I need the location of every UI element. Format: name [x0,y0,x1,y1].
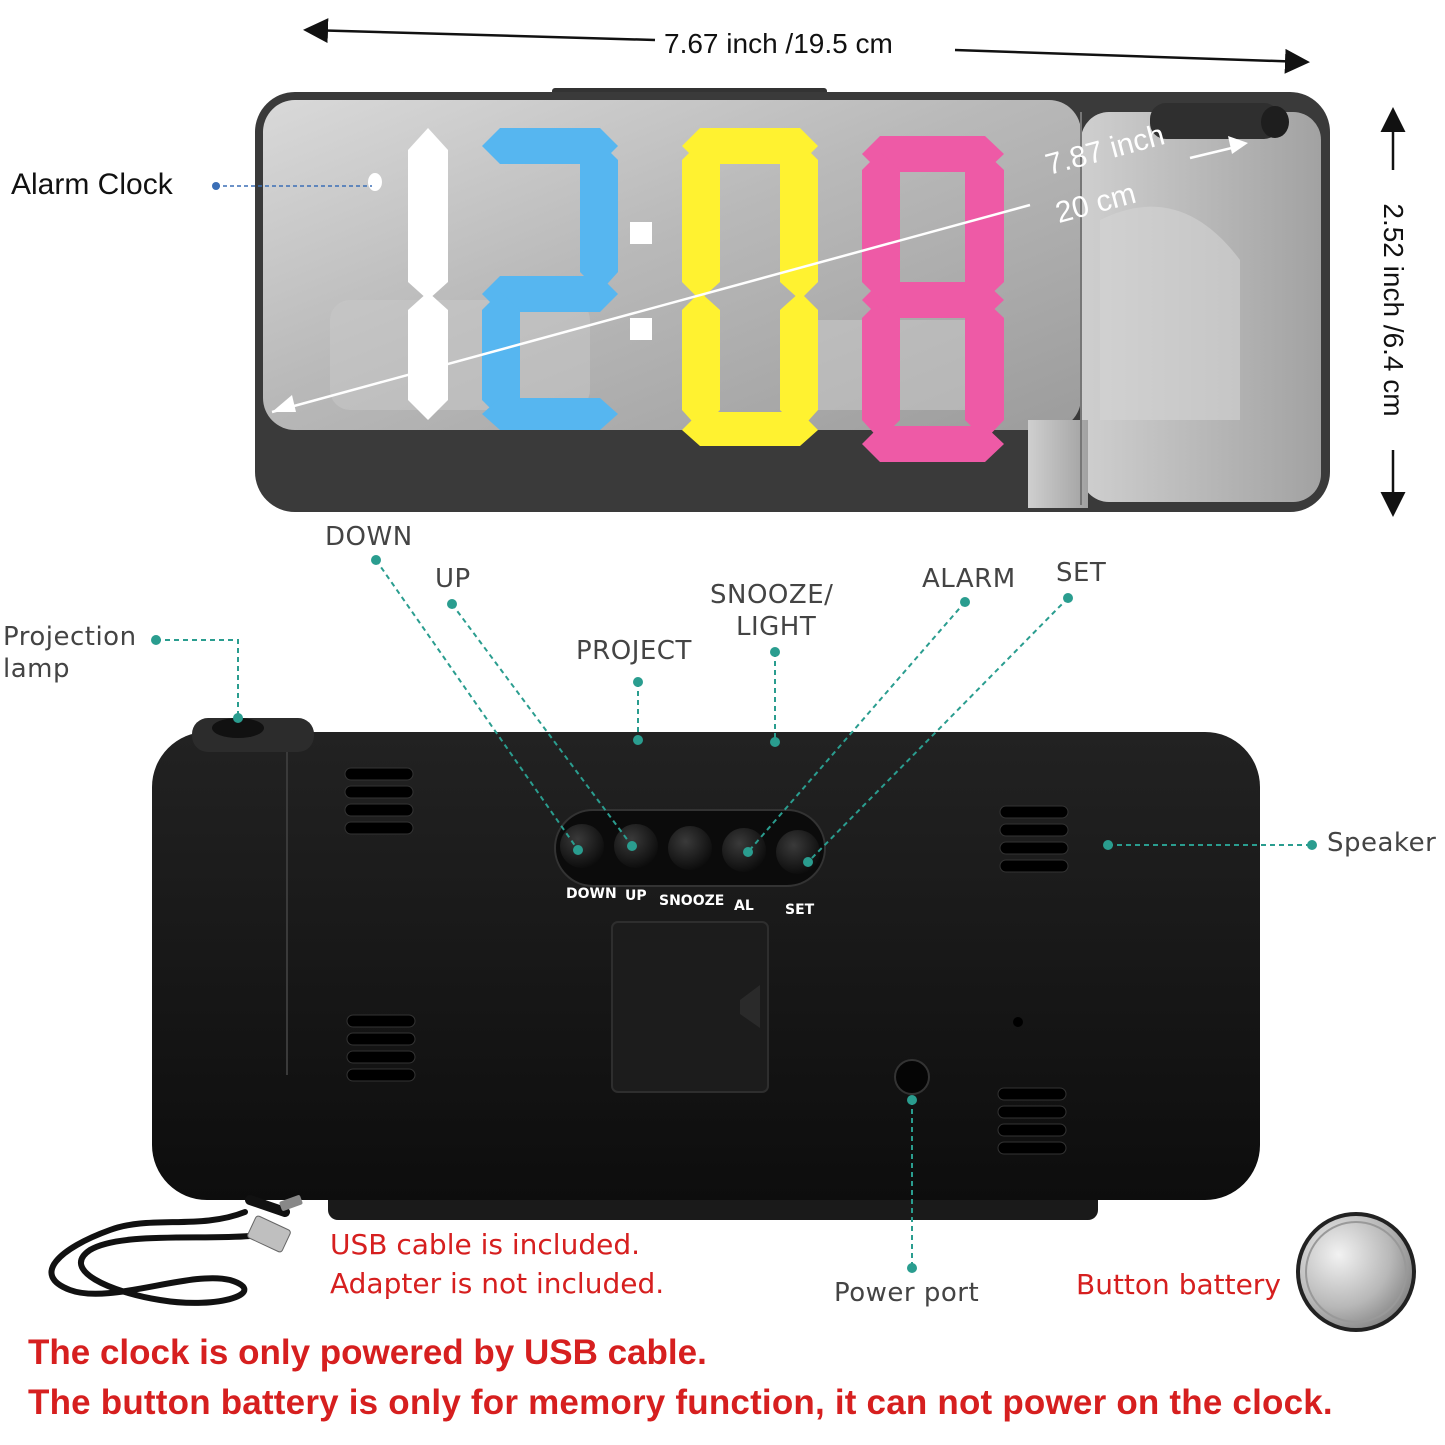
width-dimension-label: 7.67 inch /19.5 cm [664,28,893,59]
microphone-hole [1013,1017,1023,1027]
digit-hour-2 [482,128,618,430]
speaker-grille-top-left [344,767,414,835]
panel-label-snooze: SNOOZE [659,893,725,909]
callout-power-port: Power port [834,1278,980,1308]
button-set[interactable] [776,830,820,874]
callout-projection-lamp-line1: Projection [3,622,137,652]
usb-note-line1: USB cable is included. [330,1228,640,1261]
digit-minute-1 [682,128,818,446]
power-warning-line2: The button battery is only for memory fu… [28,1383,1333,1422]
button-snooze[interactable] [668,826,712,870]
callout-set: SET [1056,558,1107,588]
callout-up: UP [435,564,471,594]
callout-alarm: ALARM [922,564,1016,594]
colon-bottom [630,318,652,340]
callout-lines [156,559,1312,1268]
callout-dots [151,555,1317,1273]
speaker-grille-bottom-left [346,1014,416,1082]
callout-down: DOWN [325,522,413,552]
alarm-clock-label: Alarm Clock [11,168,173,201]
speaker-grille-top-right [999,805,1069,873]
digit-minute-2 [862,136,1004,462]
button-down[interactable] [560,824,604,868]
callout-snooze-line1: SNOOZE/ [710,580,834,610]
callout-snooze-line2: LIGHT [736,612,817,642]
power-port-jack [894,1059,930,1095]
panel-label-up: UP [625,888,647,904]
colon-top [630,222,652,244]
button-battery-icon [1296,1212,1416,1332]
projector-knob [1150,103,1280,139]
button-battery-label: Button battery [1076,1268,1281,1301]
panel-label-set: SET [785,902,815,918]
callout-projection-lamp-line2: lamp [3,654,70,684]
speaker-grille-bottom-right [997,1087,1067,1155]
power-warning-line1: The clock is only powered by USB cable. [28,1333,707,1372]
callout-project: PROJECT [576,636,692,666]
panel-label-down: DOWN [566,886,617,902]
digit-hour-1 [408,128,448,420]
usb-note-line2: Adapter is not included. [330,1267,665,1300]
callout-speaker: Speaker [1327,828,1437,858]
usb-cable-icon [48,1195,290,1306]
battery-compartment [611,921,769,1093]
panel-label-alarm: AL [734,898,754,914]
diagonal-dimension-line [271,203,1031,414]
